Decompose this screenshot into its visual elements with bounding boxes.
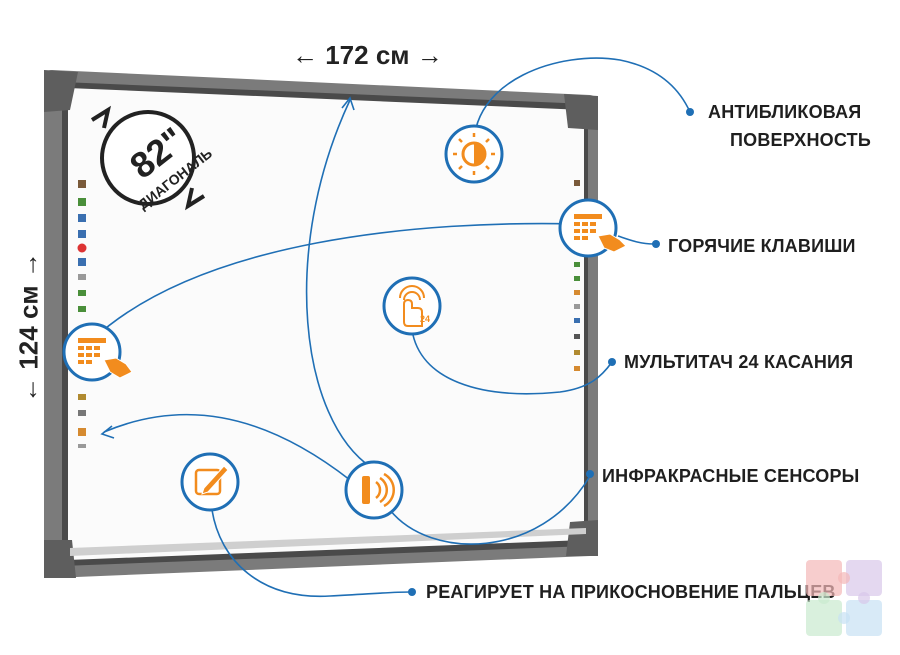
connector-dots [408,108,694,596]
left-toolbar [77,180,87,448]
connector-lines [91,57,691,597]
infrared-sensor-icon [344,460,404,520]
multitouch-icon: 24 [382,276,442,336]
feature-label-antiglare-line2: ПОВЕРХНОСТЬ [730,130,871,150]
multitouch-badge: 24 [420,314,430,324]
right-toolbar [574,180,580,371]
hotkeys-icon [558,198,627,258]
puzzle-watermark [800,556,890,642]
height-dimension-label: ← 124 см → [13,252,44,403]
feature-label-touch: РЕАГИРУЕТ НА ПРИКОСНОВЕНИЕ ПАЛЬЦЕВ [426,582,836,602]
feature-label-multitouch: МУЛЬТИТАЧ 24 КАСАНИЯ [624,352,854,372]
sun-contrast-icon [444,124,504,184]
width-dimension-label: ← 172 см → [292,40,443,70]
connector-arrows [100,96,355,439]
feature-label-hotkeys: ГОРЯЧИЕ КЛАВИШИ [668,236,856,256]
hotkeys-icon-left [62,322,133,382]
feature-label-infrared: ИНФРАКРАСНЫЕ СЕНСОРЫ [602,466,860,486]
pen-edit-icon [180,452,240,512]
feature-label-antiglare-line1: АНТИБЛИКОВАЯ [708,102,862,122]
